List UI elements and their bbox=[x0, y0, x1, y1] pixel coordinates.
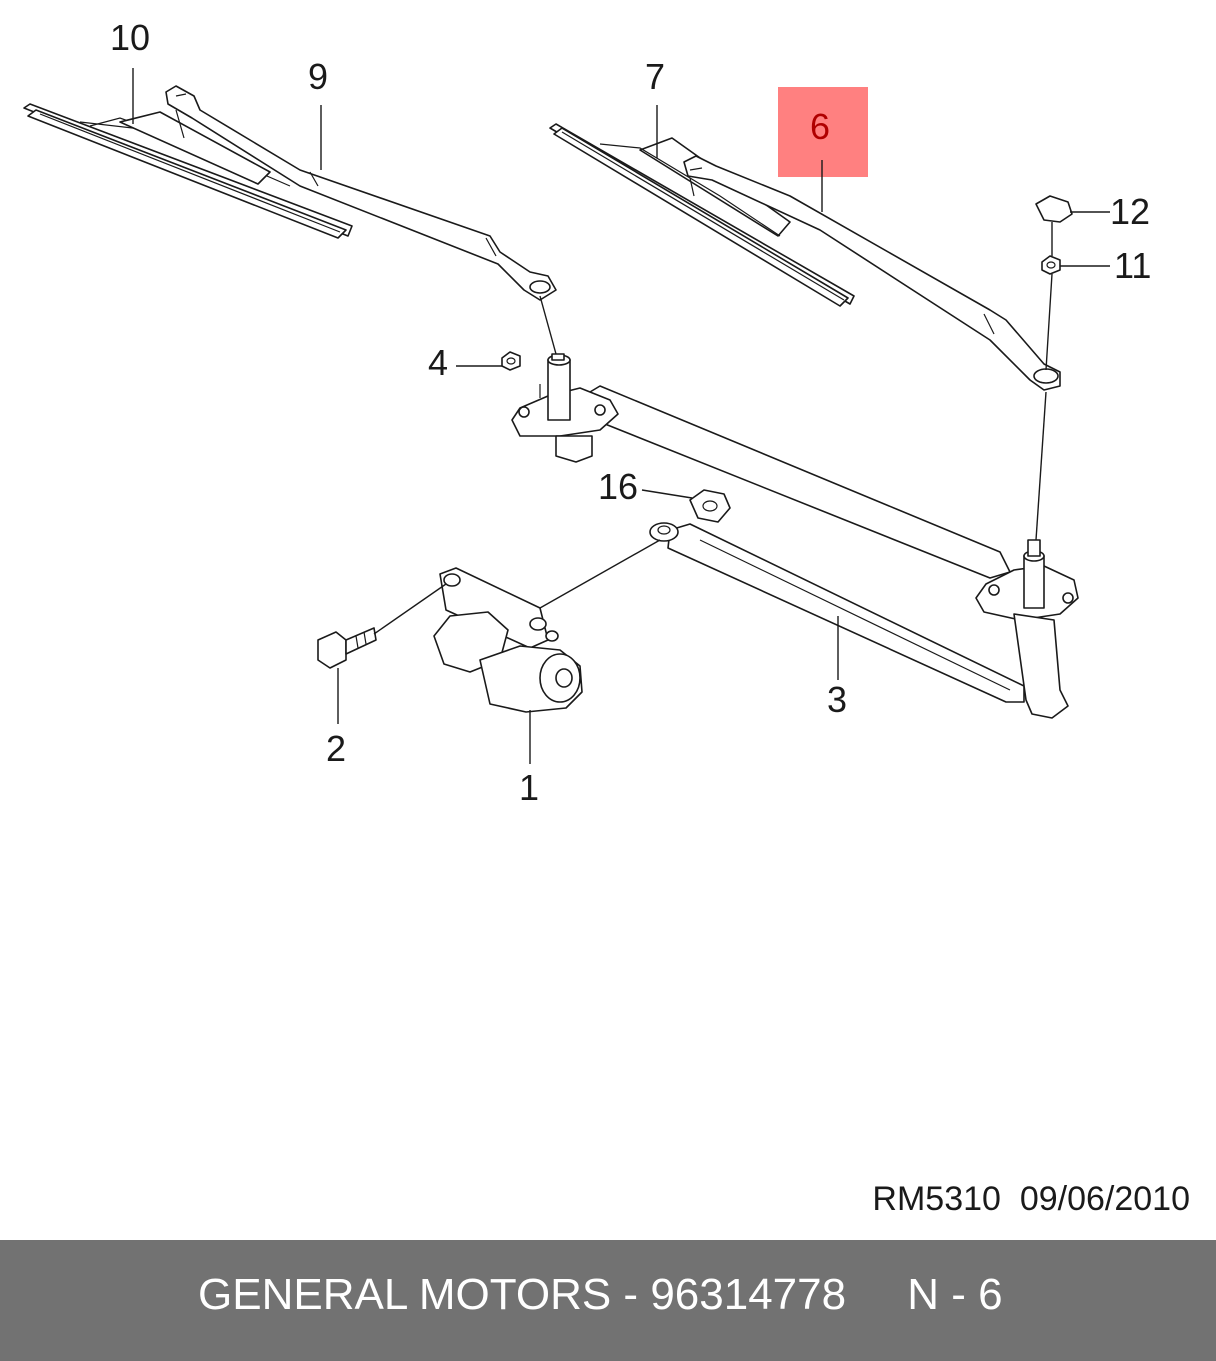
wiper-blade-right bbox=[549, 123, 855, 307]
footer-separator: - bbox=[623, 1270, 639, 1319]
nut-part-11 bbox=[1041, 255, 1061, 275]
callout-9: 9 bbox=[308, 56, 328, 97]
footer-bar: GENERAL MOTORS - 96314778 N - 6 bbox=[0, 1240, 1216, 1361]
callout-7: 7 bbox=[645, 56, 665, 97]
cap-part-12 bbox=[1035, 195, 1073, 223]
reference-date: 09/06/2010 bbox=[1019, 1180, 1190, 1218]
bolt-part-2 bbox=[317, 627, 377, 669]
wiper-assembly-diagram: 10 9 7 6 12 11 4 16 2 1 3 bbox=[23, 17, 1151, 808]
callout-1: 1 bbox=[519, 767, 539, 808]
callout-16: 16 bbox=[598, 466, 638, 507]
nut-part-16 bbox=[689, 489, 731, 523]
footer-position: N - 6 bbox=[907, 1270, 1003, 1319]
reference-code: RM5310 bbox=[872, 1180, 1001, 1218]
wiper-blade-left bbox=[23, 103, 353, 239]
callout-12: 12 bbox=[1110, 191, 1150, 232]
callout-11: 11 bbox=[1114, 245, 1151, 286]
wiper-arm-left bbox=[165, 85, 557, 301]
footer-text: GENERAL MOTORS - 96314778 N - 6 bbox=[198, 1270, 1003, 1320]
callout-6: 6 bbox=[810, 106, 830, 147]
leader-lines bbox=[132, 68, 1110, 764]
callout-3: 3 bbox=[827, 679, 847, 720]
nut-part-4 bbox=[501, 351, 521, 371]
callout-2: 2 bbox=[326, 728, 346, 769]
callout-4: 4 bbox=[428, 342, 448, 383]
wiper-arm-right bbox=[683, 155, 1061, 391]
footer-brand: GENERAL MOTORS bbox=[198, 1270, 612, 1319]
wiper-motor-part-1 bbox=[433, 567, 583, 713]
callout-6-highlight bbox=[778, 87, 868, 177]
footer-part-number: 96314778 bbox=[650, 1270, 847, 1319]
diagram-reference: RM5310 09/06/2010 bbox=[872, 1180, 1190, 1219]
callout-labels: 10 9 7 6 12 11 4 16 2 1 3 bbox=[110, 17, 1151, 808]
callout-10: 10 bbox=[110, 17, 150, 58]
linkage-assembly bbox=[511, 353, 1079, 719]
